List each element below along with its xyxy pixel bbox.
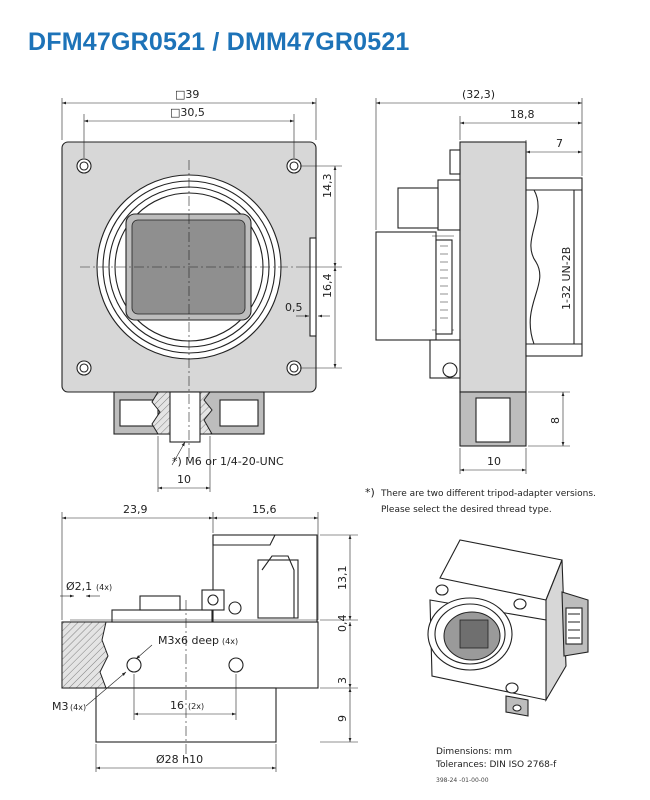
dim-section-bottom-height: 9 [336,715,349,722]
side-pcb-stack [375,231,437,341]
screw-hole-icon [126,657,142,673]
screw-count: (4x) [222,637,238,646]
screw-hole-icon [228,657,244,673]
dim-section-top-height: 13,1 [336,566,349,591]
dim-section-right: 15,6 [252,503,277,516]
front-side-rail [309,237,317,337]
mount-hole-icon [286,158,302,174]
side-connector [397,187,439,229]
note-mark: *) [365,486,375,499]
note-line-2: Please select the desired thread type. [381,505,552,515]
dim-spacing-count: (2x) [188,702,204,711]
drawing-title: DFM47GR0521 / DMM47GR0521 [28,28,410,56]
dim-hole-count: (4x) [96,583,112,592]
dim-tripod-height: 8 [549,417,562,424]
isometric-view [427,539,589,717]
mount-hole-icon [286,360,302,376]
mount-hole-icon [76,158,92,174]
tripod-thread-note: *) M6 or 1/4-20-UNC [172,455,284,468]
dim-tripod-width: 10 [177,473,191,486]
section-hatch [61,621,109,689]
dim-section-left: 23,9 [123,503,148,516]
dim-section-mid-height: 3 [336,677,349,684]
dim-body-depth: 18,8 [510,108,535,121]
section-view: 23,9 15,6 Ø2,1 (4x) 13,1 0,4 3 9 M3x6 de… [52,503,358,772]
thread-spec: 1-32 UN-2B [560,247,573,310]
m3-count: (4x) [70,703,86,712]
dim-side-tripod-width: 10 [487,455,501,468]
dim-section-gap: 0,4 [336,615,349,633]
side-housing [459,141,527,393]
front-view: □39 □30,5 14,3 16,4 0,5 10 *) M6 or 1/4-… [61,88,342,492]
iso-hole-icon [435,584,449,596]
iso-hole-icon [505,682,519,694]
dim-total-depth: (32,3) [462,88,495,101]
dim-mount-diameter: Ø28 h10 [156,753,203,766]
iso-top-face [439,539,563,601]
dim-top-offset: 14,3 [321,174,334,199]
dim-width-inner: □30,5 [170,106,205,119]
dim-mid-offset: 16,4 [321,274,334,299]
dim-hole-diameter: Ø2,1 [66,580,92,593]
footer-tolerances: Tolerances: DIN ISO 2768-f [435,760,557,770]
tripod-note: *) There are two different tripod-adapte… [365,486,596,515]
dim-gap: 0,5 [285,301,303,314]
dim-hole-spacing: 16 [170,699,184,712]
screw-spec: M3x6 deep [158,634,219,647]
dim-mount-depth: 7 [556,137,563,150]
footer-dimensions: Dimensions: mm [436,747,512,757]
dim-width-outer: □39 [175,88,199,101]
note-line-1: There are two different tripod-adapter v… [380,489,596,499]
side-view: (32,3) 18,8 7 1-32 UN-2B 8 10 [375,88,583,474]
iso-hole-icon [513,598,527,610]
mount-hole-icon [76,360,92,376]
footer-code: 398-24 -01-00-00 [436,777,489,784]
m3-spec: M3 [52,700,69,713]
footer-info: Dimensions: mm Tolerances: DIN ISO 2768-… [435,747,557,784]
